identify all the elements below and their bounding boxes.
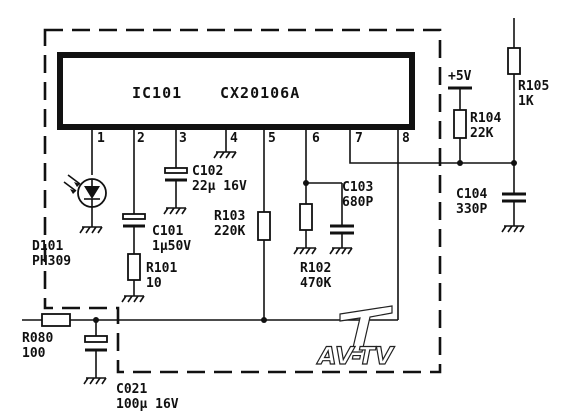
r102-resistor (299, 183, 313, 248)
module-boundary (43, 28, 442, 374)
r103-ref: R103 (214, 209, 245, 224)
c103-value: 680P (342, 195, 373, 210)
d101-photodiode (63, 127, 107, 227)
r080-value: 100 (22, 346, 46, 361)
c021-capacitor (84, 320, 108, 378)
pin-2-label: 2 (137, 131, 145, 146)
r101-ref: R101 (146, 261, 177, 276)
ground-symbol (213, 151, 237, 159)
pin-1-label: 1 (97, 131, 105, 146)
ic-part-label: CX20106A (220, 84, 300, 102)
c102-value: 22µ 16V (192, 179, 247, 194)
r103-value: 220K (214, 224, 245, 239)
watermark-text: AV-TV (316, 342, 396, 370)
ground-symbol (293, 247, 317, 255)
ic-body (57, 52, 415, 130)
c104-capacitor (502, 163, 526, 226)
pin-8-label: 8 (402, 131, 410, 146)
r102-ref: R102 (300, 261, 331, 276)
r104-resistor (453, 88, 467, 163)
c103-capacitor (330, 183, 354, 248)
ground-symbol (121, 295, 145, 303)
r105-value: 1K (518, 94, 534, 109)
r102-value: 470K (300, 276, 331, 291)
c101-capacitor (122, 127, 146, 254)
ground-symbol (83, 377, 107, 385)
ground-symbol (501, 225, 525, 233)
pin-6-label: 6 (312, 131, 320, 146)
av-tv-watermark: AV-TV (315, 305, 396, 371)
pin-7-label: 7 (355, 131, 363, 146)
ic-ref-label: IC101 (132, 84, 182, 102)
d101-value: PH309 (32, 254, 71, 269)
c103-ref: C103 (342, 180, 373, 195)
r101-resistor (127, 253, 141, 296)
junction-dot (261, 317, 267, 323)
d101-ref: D101 (32, 239, 63, 254)
c101-value: 1µ50V (152, 239, 191, 254)
pin-5-label: 5 (268, 131, 276, 146)
ground-symbol (163, 207, 187, 215)
r101-value: 10 (146, 276, 162, 291)
c102-ref: C102 (192, 164, 223, 179)
c104-value: 330P (456, 202, 487, 217)
supply-label: +5V (448, 69, 472, 84)
ground-symbol (329, 247, 353, 255)
pin-3-label: 3 (179, 131, 187, 146)
r105-resistor (507, 18, 521, 163)
c021-ref: C021 (116, 382, 147, 397)
pin-4-label: 4 (230, 131, 238, 146)
r104-value: 22K (470, 126, 494, 141)
r104-ref: R104 (470, 111, 501, 126)
c104-ref: C104 (456, 187, 487, 202)
c102-capacitor (164, 127, 188, 208)
r103-resistor (257, 127, 271, 320)
r105-ref: R105 (518, 79, 549, 94)
c101-ref: C101 (152, 224, 183, 239)
r080-resistor (41, 313, 71, 327)
c021-value: 100µ 16V (116, 397, 179, 412)
ground-symbol (79, 226, 103, 234)
r080-ref: R080 (22, 331, 53, 346)
